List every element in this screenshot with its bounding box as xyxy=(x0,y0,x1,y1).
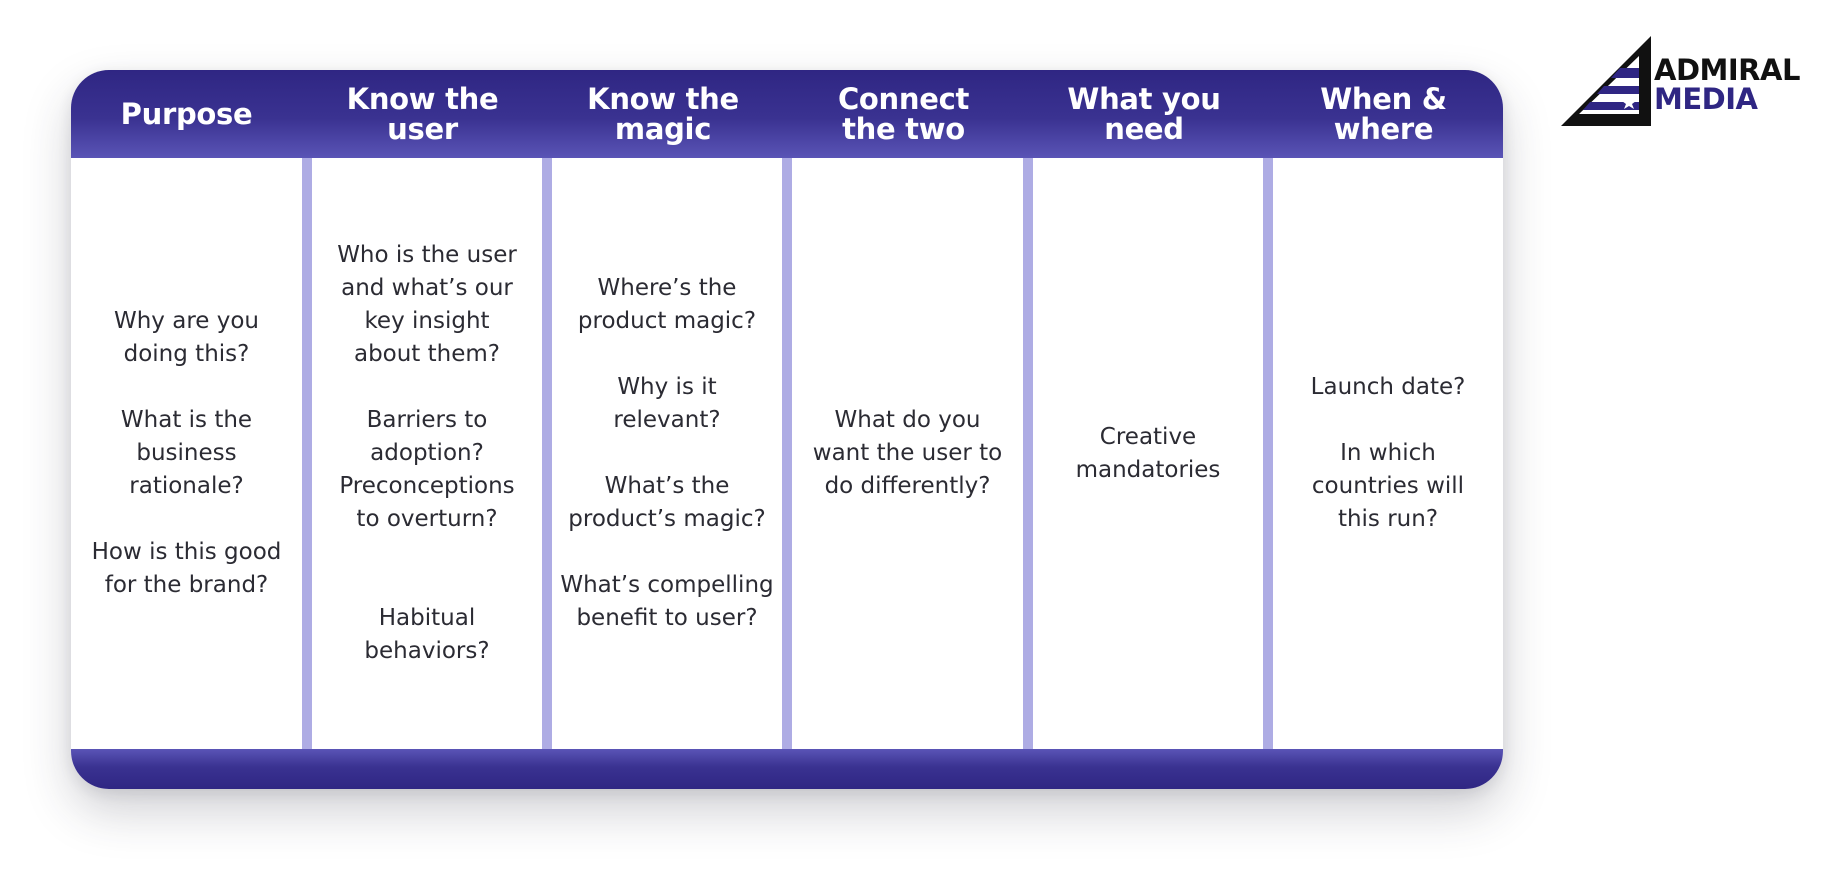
column-body-text: Creative mandatories xyxy=(1075,423,1221,483)
briefing-table-card: Purpose Know the user Know the magic Con… xyxy=(71,70,1503,789)
column-heading-text: When & where xyxy=(1320,82,1447,146)
column-divider xyxy=(302,158,312,749)
admiral-media-logo: ADMIRAL MEDIA xyxy=(1559,34,1809,130)
column-heading-text: What you need xyxy=(1067,82,1221,146)
column-heading-text: Connect the two xyxy=(837,82,970,146)
column-body-know-magic: Where’s the product magic? Why is it rel… xyxy=(552,158,782,749)
logo-text-admiral: ADMIRAL xyxy=(1654,53,1800,87)
column-heading-when-where: When & where xyxy=(1264,70,1503,158)
table-header-bar xyxy=(71,70,1503,158)
column-heading-text: Purpose xyxy=(120,97,253,131)
column-divider xyxy=(782,158,792,749)
column-heading-know-user: Know the user xyxy=(302,70,543,158)
column-heading-text: Know the magic xyxy=(587,82,739,146)
table-footer-bar xyxy=(71,749,1503,789)
column-body-what-you-need: Creative mandatories xyxy=(1033,158,1263,749)
column-body-when-where: Launch date? In which countries will thi… xyxy=(1273,158,1503,749)
logo-text-media: MEDIA xyxy=(1654,82,1758,116)
column-divider xyxy=(1023,158,1033,749)
column-heading-connect: Connect the two xyxy=(783,70,1024,158)
column-body-connect: What do you want the user to do differen… xyxy=(792,158,1023,749)
column-heading-text: Know the user xyxy=(346,82,499,146)
column-body-text: Launch date? In which countries will thi… xyxy=(1310,374,1466,532)
column-body-purpose: Why are you doing this? What is the busi… xyxy=(71,158,302,749)
sail-icon xyxy=(1561,36,1651,126)
column-heading-what-you-need: What you need xyxy=(1024,70,1264,158)
column-divider xyxy=(1263,158,1273,749)
column-body-text: Who is the user and what’s our key insig… xyxy=(337,242,517,664)
column-divider xyxy=(542,158,552,749)
column-body-text: Why are you doing this? What is the busi… xyxy=(91,308,282,598)
column-heading-know-magic: Know the magic xyxy=(543,70,783,158)
column-body-text: What do you want the user to do differen… xyxy=(812,407,1003,499)
column-body-know-user: Who is the user and what’s our key insig… xyxy=(312,158,542,749)
column-heading-purpose: Purpose xyxy=(71,70,302,158)
column-body-text: Where’s the product magic? Why is it rel… xyxy=(560,275,774,631)
